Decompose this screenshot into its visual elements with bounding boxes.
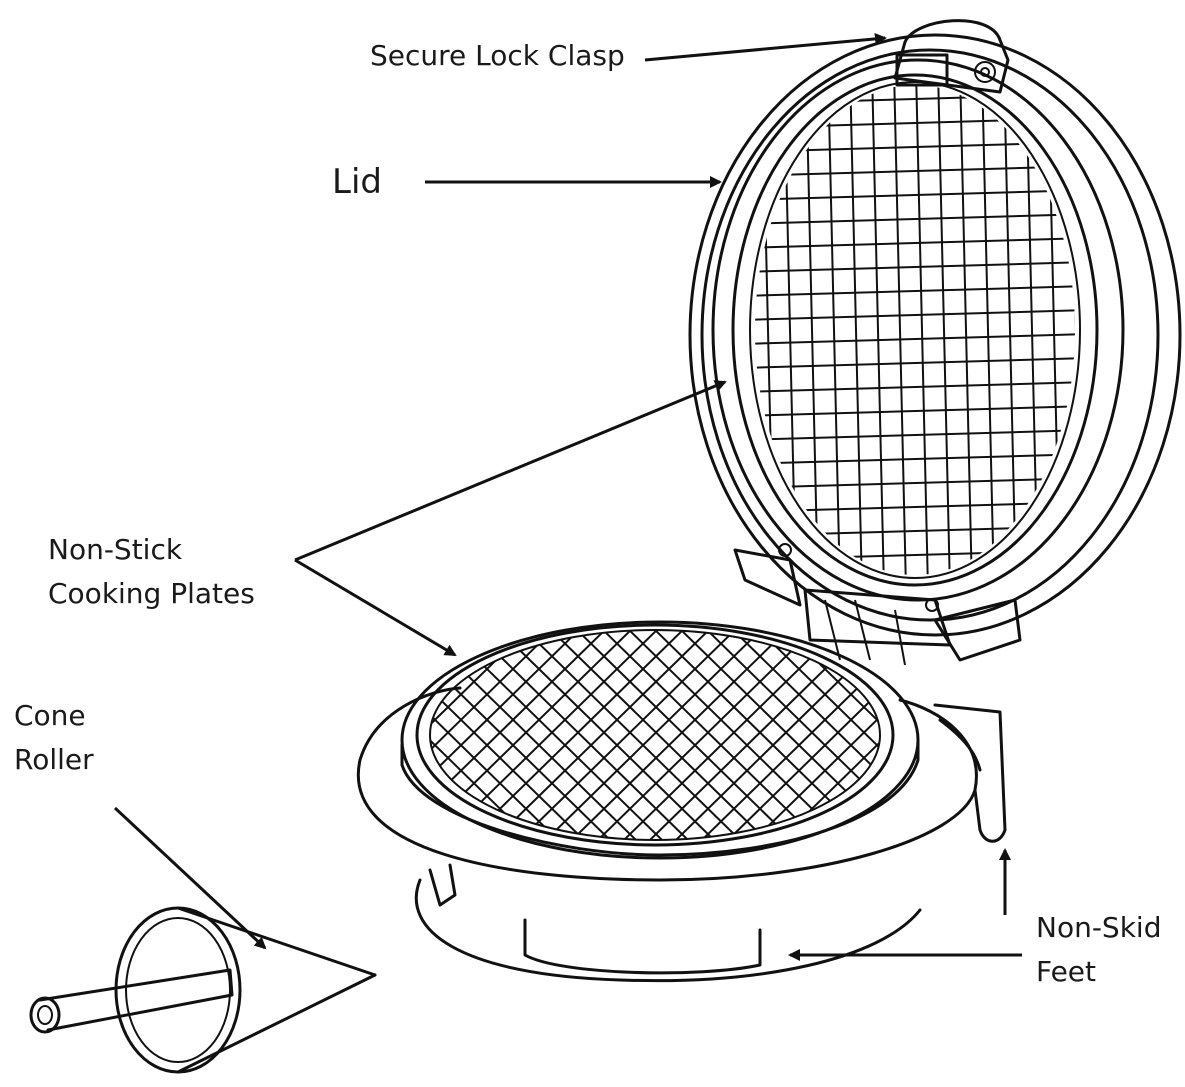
grid-line <box>915 85 929 575</box>
grid-line <box>805 85 819 575</box>
base <box>356 686 1007 983</box>
plates-label-line2: Cooking Plates <box>48 577 255 610</box>
grid-line <box>493 630 715 840</box>
grid-line <box>467 630 689 840</box>
cone-roller-arrow <box>113 806 267 950</box>
grid-line <box>430 630 585 840</box>
grid-line <box>519 630 741 840</box>
lock-clasp-arrow <box>644 32 887 62</box>
hinge <box>733 543 1022 666</box>
grid-line <box>755 285 1075 297</box>
grid-line <box>571 630 793 840</box>
grid-line <box>430 630 455 840</box>
feet-label-line2: Feet <box>1036 955 1097 988</box>
grid-line <box>701 630 880 840</box>
grid-line <box>545 630 767 840</box>
grid-line <box>156 625 376 840</box>
cone-label-line2: Roller <box>14 743 94 776</box>
grid-line <box>755 333 1075 345</box>
grid-line <box>430 630 533 840</box>
grid-line <box>755 453 1075 465</box>
grid-line <box>755 261 1075 273</box>
plates-arrow-top <box>294 380 727 562</box>
grid-line <box>597 630 819 840</box>
lid-plate-grid <box>755 85 1075 575</box>
grid-line <box>910 625 1130 840</box>
grid-line <box>755 213 1075 225</box>
lock-clasp <box>893 19 1010 94</box>
cone-roller <box>29 906 377 1074</box>
lid <box>688 33 1182 637</box>
grid-line <box>959 85 973 575</box>
grid-line <box>755 189 1075 201</box>
grid-line <box>623 630 845 840</box>
grid-line <box>156 625 376 840</box>
bottom-plate-grid <box>130 625 1130 840</box>
grid-line <box>981 85 995 575</box>
cone-label-line1: Cone <box>14 699 86 732</box>
grid-line <box>755 165 1075 177</box>
grid-line <box>937 85 951 575</box>
grid-line <box>430 630 455 840</box>
grid-line <box>430 630 611 840</box>
grid-line <box>755 477 1075 489</box>
plates-arrow-bottom <box>294 558 457 657</box>
grid-line <box>130 625 350 840</box>
grid-line <box>753 630 880 840</box>
grid-line <box>755 309 1075 321</box>
grid-line <box>755 525 1075 537</box>
grid-line <box>727 630 880 840</box>
grid-line <box>849 85 863 575</box>
grid-line <box>755 117 1075 129</box>
grid-line <box>779 630 880 840</box>
grid-line <box>871 85 885 575</box>
plates-label-line1: Non-Stick <box>48 533 183 566</box>
grid-line <box>430 630 559 840</box>
grid-line <box>910 625 1130 840</box>
grid-line <box>827 85 841 575</box>
grid-line <box>130 625 350 840</box>
grid-line <box>208 625 428 840</box>
grid-line <box>755 429 1075 441</box>
lid-label: Lid <box>332 162 382 202</box>
grid-line <box>755 237 1075 249</box>
grid-line <box>755 357 1075 369</box>
grid-line <box>1003 85 1017 575</box>
grid-line <box>208 625 428 840</box>
lock-clasp-label: Secure Lock Clasp <box>370 39 625 72</box>
grid-line <box>755 93 1075 105</box>
grid-line <box>755 381 1075 393</box>
grid-line <box>755 405 1075 417</box>
feet-label-line1: Non-Skid <box>1036 911 1162 944</box>
grid-line <box>1047 85 1061 575</box>
grid-line <box>755 501 1075 513</box>
grid-line <box>893 85 907 575</box>
